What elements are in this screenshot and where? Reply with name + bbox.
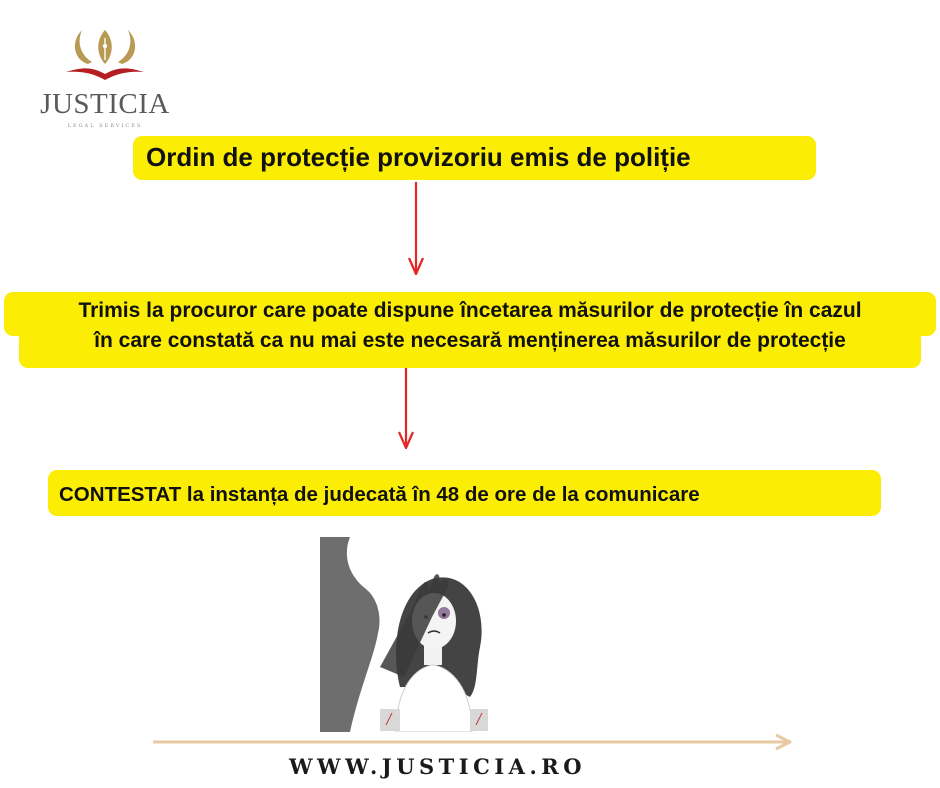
- flow-step-2-line-1: Trimis la procuror care poate dispune în…: [78, 299, 862, 322]
- arrow-down-icon: [397, 368, 415, 450]
- flow-step-1: Ordin de protecție provizoriu emis de po…: [133, 136, 816, 180]
- website-url[interactable]: WWW.JUSTICIA.RO: [288, 754, 587, 779]
- logo-tagline: LEGAL SERVICES: [67, 123, 143, 129]
- arrow-down-icon: [407, 182, 425, 276]
- flow-step-2-highlight-bottom: [19, 330, 921, 368]
- logo-wordmark: JUSTICIA: [40, 88, 170, 120]
- flow-step-3: CONTESTAT la instanța de judecată în 48 …: [48, 470, 881, 516]
- woman-bruised-eye-icon: [320, 537, 490, 733]
- victim-illustration: [320, 537, 490, 733]
- timeline-arrow-icon: [153, 733, 792, 751]
- justicia-logo: JUSTICIA LEGAL SERVICES: [30, 24, 180, 134]
- pen-nib-emblem-icon: [66, 30, 144, 80]
- flow-step-2-line-2: în care constată ca nu mai este necesară…: [94, 329, 846, 352]
- flow-step-2: Trimis la procuror care poate dispune în…: [4, 296, 936, 356]
- flow-step-2-highlight-top: [4, 292, 936, 336]
